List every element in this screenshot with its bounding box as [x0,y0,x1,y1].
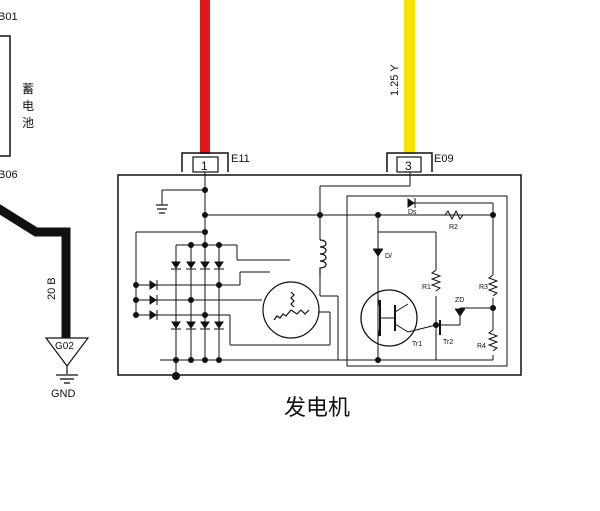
battery: B01 蓄 电 池 B06 [0,11,34,181]
resistor-r1 [430,269,442,292]
battery-bottom-connector-label: B06 [0,169,18,181]
ground-triangle [44,337,90,367]
ground-connector-label: G02 [55,341,74,352]
resistor-r1-label: R1 [422,284,431,291]
diode-d-label: D/ [385,253,392,260]
rectifier-diodes [149,261,224,330]
connector-e09: 3 E09 [386,152,454,173]
red-wire [200,0,210,154]
stator [262,281,320,339]
connector-e11-name: E11 [231,153,250,165]
ground-wire-path [0,204,71,338]
connector-e09-name: E09 [434,153,454,165]
ground-label: GND [51,388,76,400]
resistor-r2 [444,209,464,221]
resistor-r4 [487,329,499,352]
resistor-r3 [487,274,499,297]
battery-label-1: 蓄 [22,82,34,96]
generator-housing [117,174,522,376]
capacitor-ground-icon [156,204,168,214]
zener-zd-label: ZD [455,297,464,304]
transistor-tr2-label: Tr2 [443,339,453,346]
resistor-r4-label: R4 [477,343,486,350]
resistor-r3-label: R3 [479,284,488,291]
yellow-wire [404,0,415,154]
field-coil [319,239,327,275]
junction-dots [133,187,496,380]
connector-e11-pin: 1 [201,159,208,173]
battery-label-2: 电 [22,99,34,113]
resistor-r2-label: R2 [449,224,458,231]
transistor-tr1-symbol [360,289,418,347]
connector-e09-pin: 3 [405,159,412,173]
battery-box [0,35,11,157]
ground-terminal: G02 GND [44,337,90,400]
connector-e09-pin-box [396,156,422,173]
transistor-tr1-label: Tr1 [412,341,422,348]
regulator-box [346,195,508,367]
yellow-wire-label: 1.25 Y [389,64,401,96]
regulator-diodes [373,198,465,317]
battery-label-3: 池 [22,116,34,130]
ground-wire: 20 B [0,204,71,338]
regulator-circuit [320,202,494,361]
connector-e11: 1 E11 [181,152,250,173]
generator-title: 发电机 [284,396,350,421]
resistors [430,209,499,352]
ground-wire-label: 20 B [46,277,58,300]
ground-icon [56,374,78,384]
battery-top-connector-label: B01 [0,11,18,23]
diode-ds-label: Ds [408,209,417,216]
